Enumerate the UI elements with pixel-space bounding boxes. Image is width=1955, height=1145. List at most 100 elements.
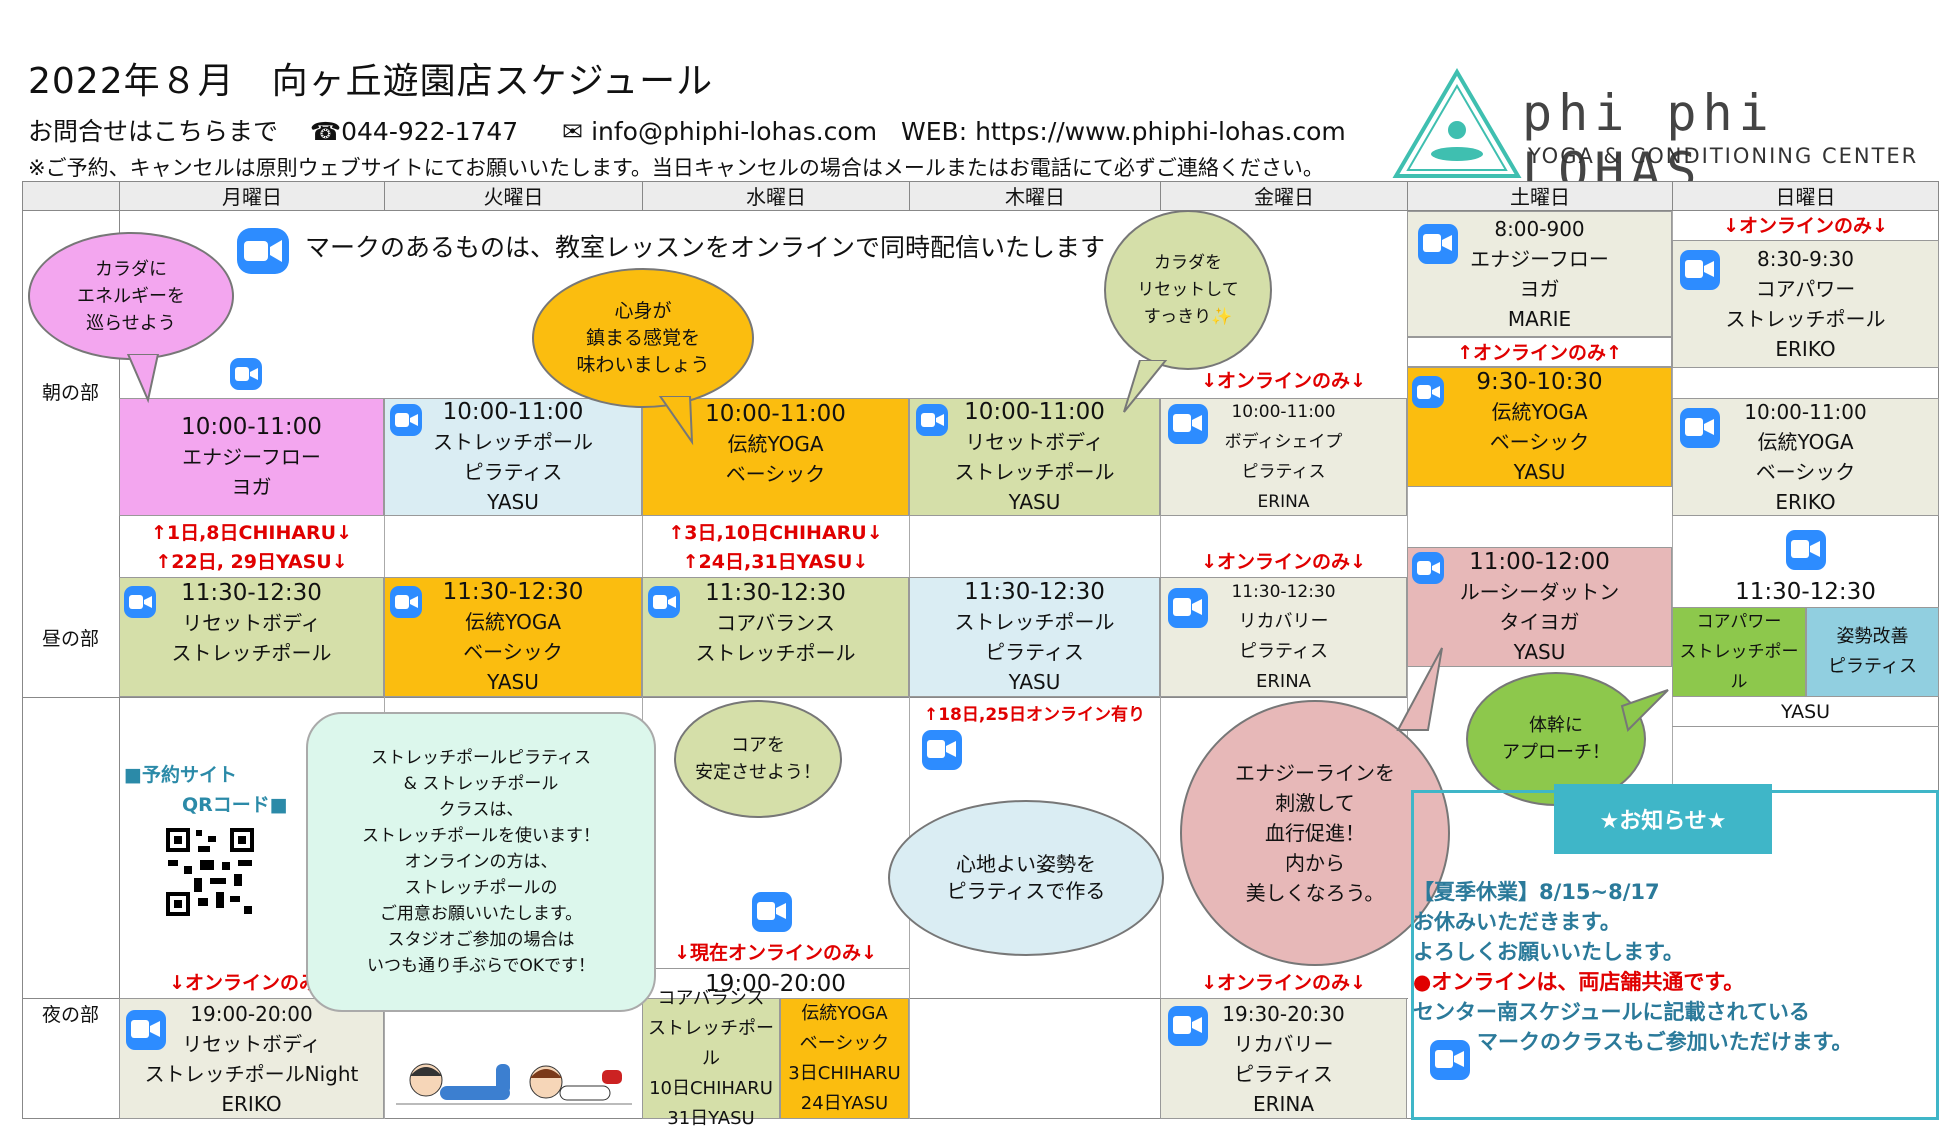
class-name: リセットボディ [182, 611, 321, 635]
class-sub: タイヨガ [1499, 610, 1580, 634]
news-line: ●オンラインは、両店舗共通です。 [1413, 970, 1745, 994]
class-name: 伝統YOGA [464, 610, 562, 634]
class-teacher: ERINA [1256, 671, 1311, 692]
class-time: 10:00-11:00 [705, 401, 846, 427]
class-name: 伝統YOGA [1757, 430, 1854, 454]
day-header-mon: 月曜日 [119, 181, 384, 211]
page-title: 2022年８月 向ヶ丘遊園店スケジュール [28, 61, 714, 102]
class-sun-noon-a[interactable]: コアパワーストレッチポール [1672, 607, 1806, 697]
zoom-icon [1680, 250, 1720, 290]
class-time: 11:30-12:30 [964, 579, 1105, 605]
class-time: 10:00-11:00 [181, 414, 322, 440]
class-name: コアバランス [716, 611, 835, 635]
bubble-tail [1396, 647, 1443, 731]
class-teacher: YASU [1008, 670, 1061, 694]
class-time: 8:30-9:30 [1756, 247, 1855, 271]
phone-number[interactable]: ☎044-922-1747 [309, 117, 519, 146]
class-time: 19:30-20:30 [1222, 1001, 1345, 1026]
zoom-icon [237, 228, 289, 274]
wed-online-note: ↓現在オンラインのみ↓ [674, 942, 877, 964]
speech-bubble-energy: エナジーラインを刺激して血行促進！内から美しくなろう。 [1180, 700, 1450, 966]
news-line: マークのクラスもご参加いただけます。 [1477, 1030, 1853, 1054]
class-time: 10:00-11:00 [442, 399, 584, 425]
class-teacher: ERIKO [1775, 337, 1836, 361]
sat-online-note: ↑オンラインのみ↑ [1407, 337, 1672, 367]
web-url[interactable]: WEB: https://www.phiphi-lohas.com [901, 117, 1346, 146]
class-time: 19:00-20:00 [190, 1001, 313, 1026]
speech-bubble-posture: 心地よい姿勢をピラティスで作る [888, 800, 1164, 956]
day-header-fri: 金曜日 [1160, 181, 1407, 211]
class-teacher: 3日CHIHARU [788, 1062, 901, 1084]
logo-text: phi phi LOHAS [1522, 84, 1775, 200]
class-name: 伝統YOGA [801, 1002, 888, 1024]
class-time: 10:00-11:00 [964, 399, 1105, 425]
class-name: ボディシェイプ [1224, 432, 1343, 452]
day-header-sat: 土曜日 [1407, 181, 1672, 211]
online-banner: マークのあるものは、教室レッスンをオンラインで同時配信いたします [305, 233, 1106, 262]
bubble-tail [1620, 689, 1669, 732]
news-body: 【夏季休業】8/15~8/17 お休みいただきます。 よろしくお願いいたします。… [1413, 877, 1852, 1057]
class-sub: ストレッチポール [695, 641, 856, 665]
news-title: ★お知らせ★ [1554, 784, 1772, 854]
class-name: ストレッチポール [433, 430, 593, 454]
zoom-icon [1418, 224, 1458, 264]
class-sub: ベーシック [1489, 430, 1590, 454]
logo-triangle-icon [1392, 68, 1522, 178]
class-sub: ピラティス [463, 460, 563, 484]
email-address[interactable]: ✉ info@phiphi-lohas.com [562, 117, 878, 146]
zoom-icon [922, 730, 962, 770]
zoom-icon [126, 1010, 166, 1050]
class-sun-noon-b[interactable]: 姿勢改善ピラティス [1806, 607, 1939, 697]
qr-code-icon[interactable] [164, 826, 256, 918]
news-line: 【夏季休業】8/15~8/17 [1413, 880, 1660, 904]
speech-bubble-green: カラダをリセットしてすっきり✨ [1104, 210, 1272, 370]
class-sub: ストレッチポール [648, 1017, 774, 1069]
bubble-tail [1123, 360, 1168, 413]
class-teacher: 31日YASU [667, 1107, 755, 1129]
class-sub: ベーシック [1755, 460, 1856, 484]
qr-label-1: ■予約サイト [124, 764, 237, 786]
class-name: コアバランス [657, 987, 765, 1009]
class-teacher: ERIKO [221, 1091, 282, 1116]
class-teacher: YASU [487, 490, 539, 514]
class-tue-morning[interactable]: 10:00-11:00 ストレッチポールピラティス YASU [384, 398, 642, 516]
wed-teacher-note2: ↑24日,31日YASU↓ [682, 551, 869, 573]
wed-night-time: 19:00-20:00 [642, 968, 909, 998]
class-time: 11:30-12:30 [442, 579, 584, 605]
notice-text: ※ご予約、キャンセルは原則ウェブサイトにてお願いいたします。当日キャンセルの場合… [28, 156, 1324, 180]
class-time: 10:00-11:00 [1744, 400, 1867, 424]
speech-bubble-pink: カラダにエネルギーを巡らせよう [28, 232, 234, 360]
class-teacher: 10日CHIHARU [649, 1077, 773, 1099]
speech-bubble-orange: 心身が鎮まる感覚を味わいましょう [532, 268, 754, 408]
class-sub: ベーシック [725, 462, 826, 486]
class-name: リカバリー [1233, 1031, 1334, 1056]
zoom-icon [390, 586, 422, 618]
class-sub: ストレッチポール [1725, 307, 1886, 331]
period-morning: 朝の部 [41, 382, 99, 404]
fri-online-note1: ↓オンラインのみ↓ [1201, 370, 1366, 392]
thu-online-note: ↑18日,25日オンライン有り [923, 705, 1146, 725]
class-name: コアパワー [1696, 612, 1782, 632]
class-teacher: YASU [1513, 640, 1566, 664]
zoom-icon [390, 404, 422, 436]
zoom-icon [1786, 530, 1826, 570]
bubble-tail [126, 354, 160, 404]
zoom-icon [1430, 1040, 1470, 1080]
class-teacher: ERIKO [1775, 490, 1836, 514]
class-wed-night-a[interactable]: コアバランスストレッチポール 10日CHIHARU 31日YASU [642, 988, 780, 1129]
class-sub: ピラティス [1234, 1061, 1333, 1086]
logo-subtitle: YOGA & CONDITIONING CENTER [1528, 144, 1919, 168]
